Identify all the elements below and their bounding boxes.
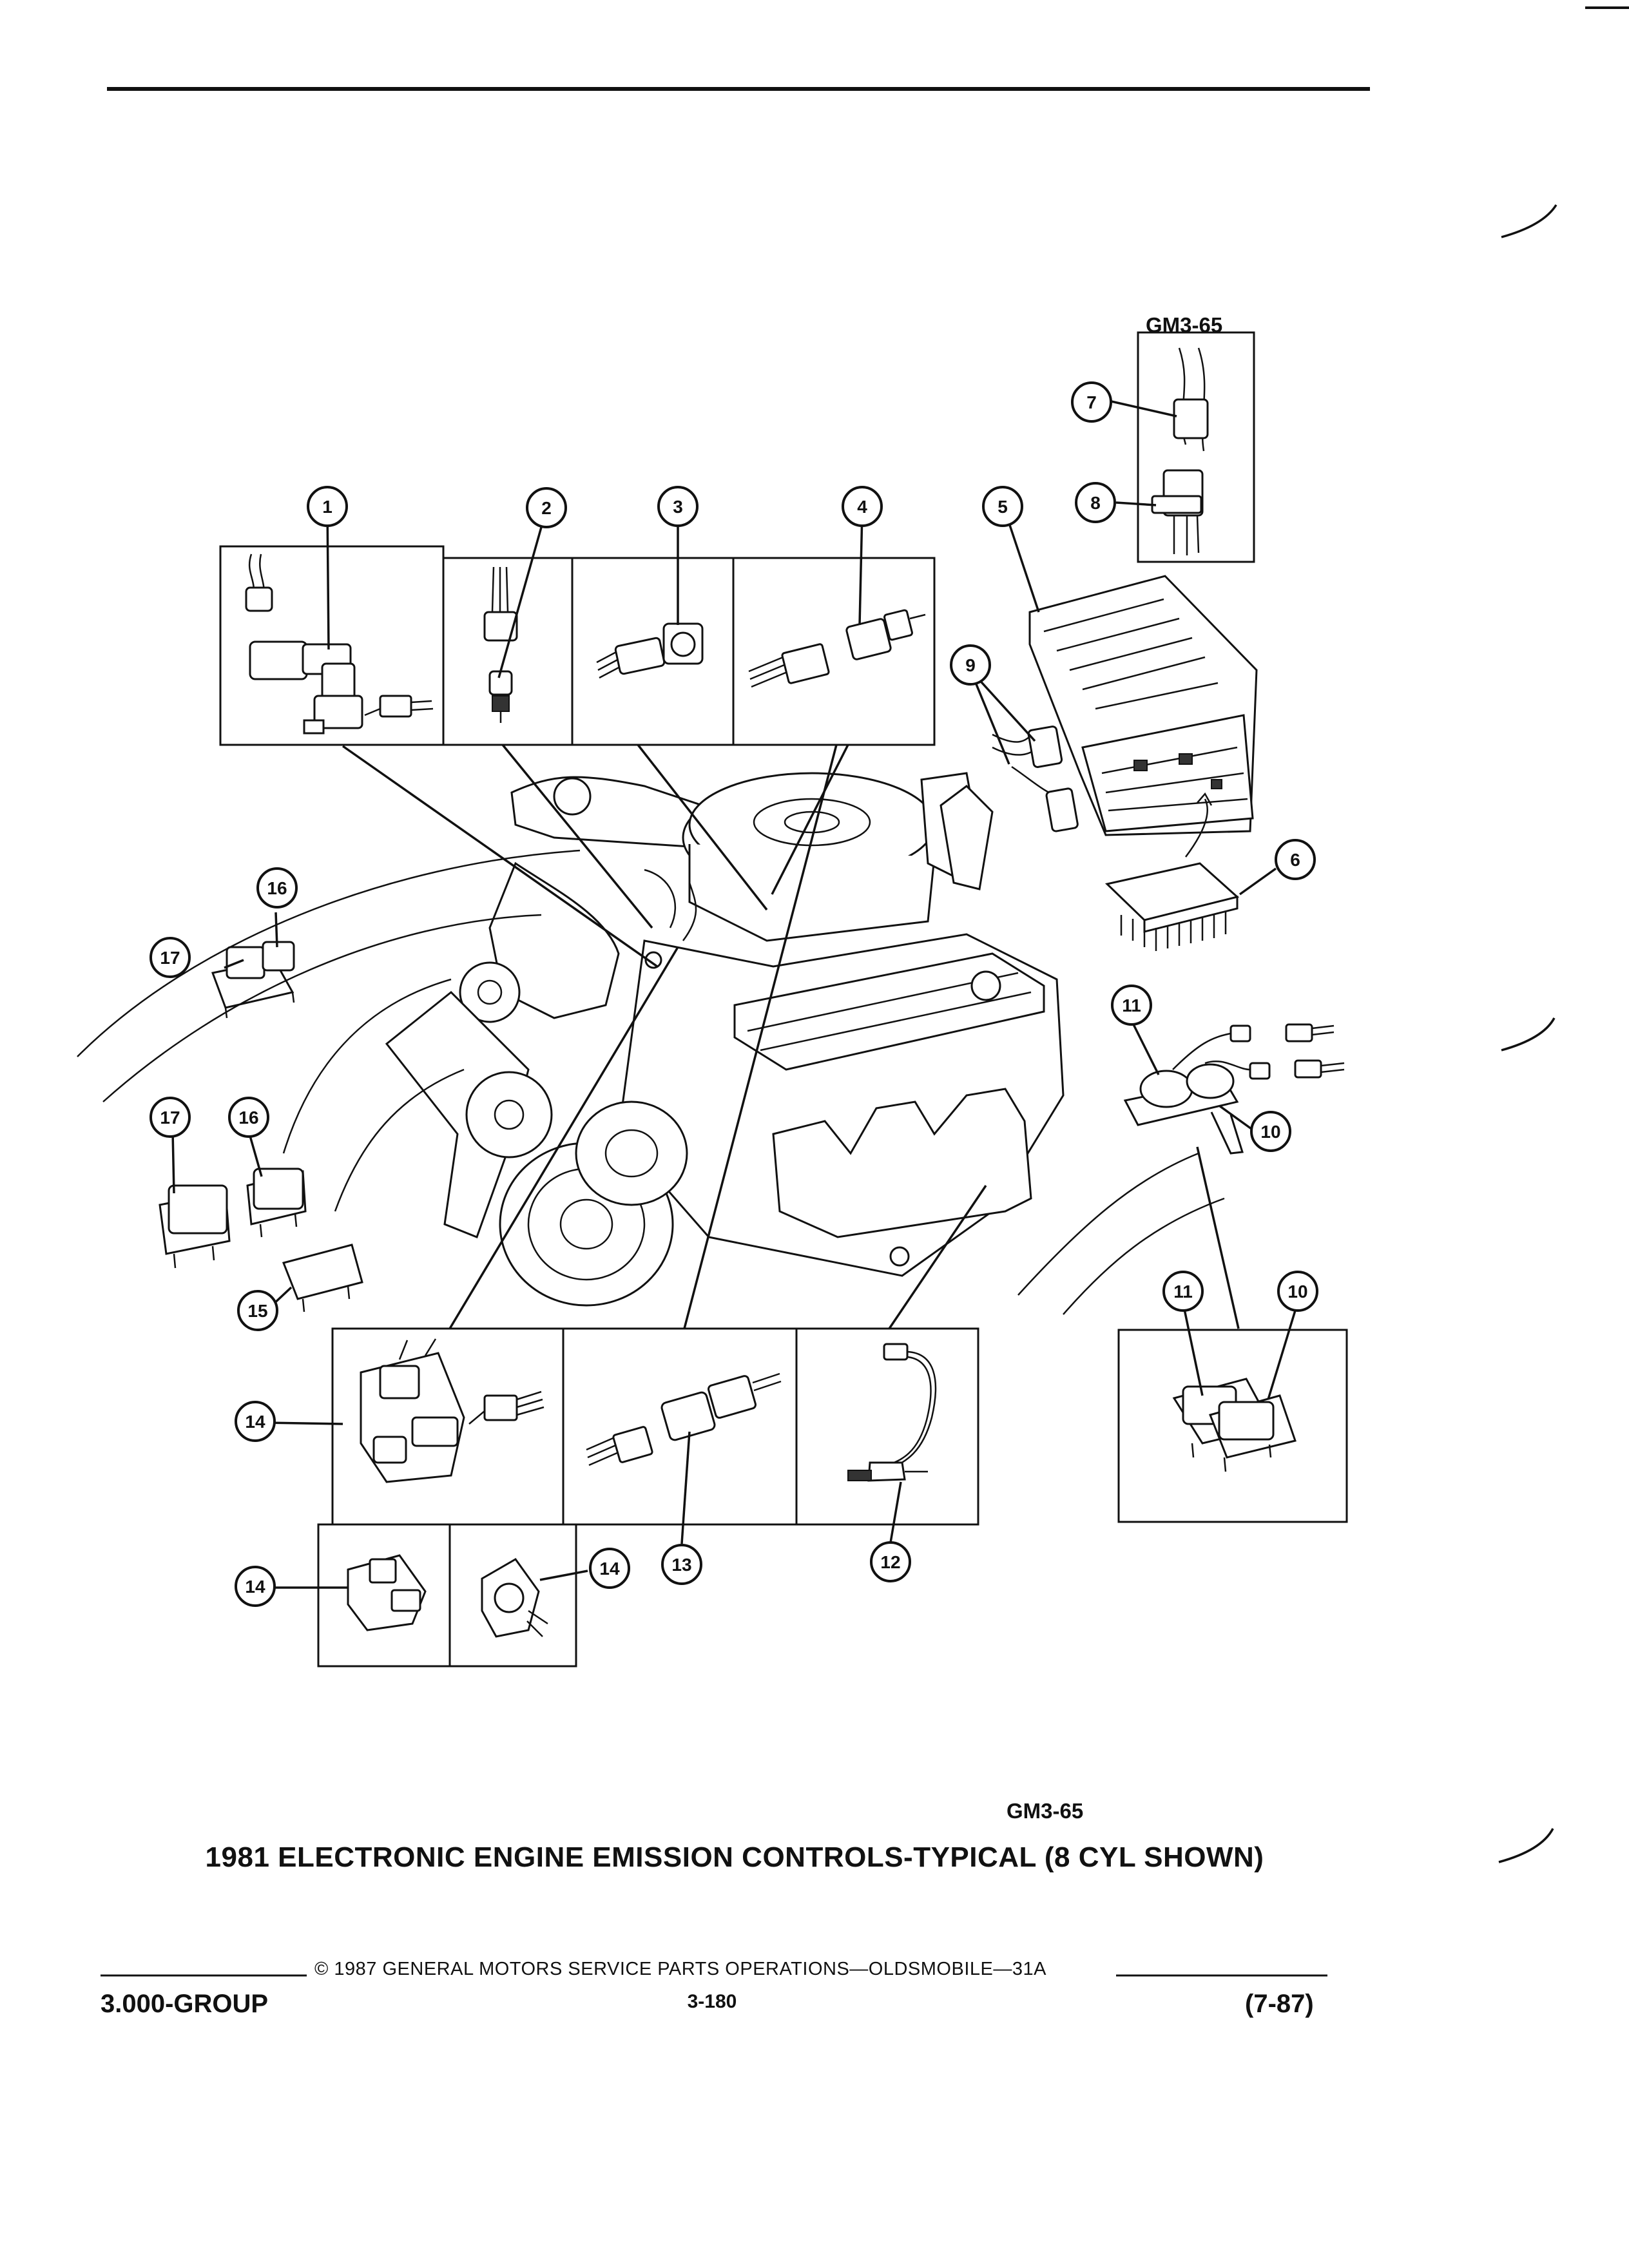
detail-box-12	[795, 1327, 979, 1526]
callout-5-label: 5	[998, 497, 1008, 517]
callout-15-label: 15	[247, 1301, 267, 1321]
inset-box-7-8	[1137, 331, 1255, 563]
callout-16-lower: 16	[228, 1097, 269, 1138]
vacuum-valve-illustration	[481, 1558, 548, 1638]
callout-11-lower: 11	[1162, 1271, 1204, 1312]
callout-17-lower: 17	[149, 1097, 191, 1138]
harness-connector-illustration	[748, 609, 926, 688]
binder-mark-top	[1501, 204, 1557, 238]
callout-10-lower-label: 10	[1287, 1282, 1307, 1302]
pressure-sensors-upper-illustration	[1123, 1023, 1345, 1155]
callout-10-upper: 10	[1250, 1111, 1291, 1152]
callout-16-upper-label: 16	[267, 878, 287, 898]
callout-16-lower-label: 16	[238, 1108, 258, 1128]
figure-code-bottom: GM3-65	[1007, 1799, 1084, 1823]
harness-sweep-right	[1017, 1152, 1199, 1296]
relay-group-lower-illustration	[159, 1168, 363, 1312]
pressure-sensors-lower-illustration	[1172, 1378, 1296, 1472]
harness-sweep-right-lower	[1063, 1197, 1225, 1315]
callout-11-lower-label: 11	[1173, 1282, 1193, 1302]
callout-13-label: 13	[671, 1555, 691, 1575]
callout-1: 1	[307, 486, 348, 527]
callout-4: 4	[842, 486, 883, 527]
callout-15: 15	[237, 1290, 278, 1331]
callout-12-label: 12	[880, 1552, 900, 1572]
oxygen-sensor-illustration	[847, 1343, 937, 1482]
callout-6: 6	[1275, 839, 1316, 880]
relay-pair-upper-illustration	[211, 941, 295, 1019]
callout-10-upper-label: 10	[1260, 1122, 1280, 1142]
callout-9: 9	[950, 644, 991, 686]
binder-mark-bottom	[1498, 1828, 1554, 1863]
footer-group: 3.000-GROUP	[101, 1990, 269, 2018]
detail-box-10-11	[1117, 1329, 1348, 1523]
weather-pack-connector-illustration	[586, 1372, 782, 1466]
figure-caption: 1981 ELECTRONIC ENGINE EMISSION CONTROLS…	[205, 1841, 1264, 1873]
callout-17-upper-label: 17	[160, 948, 180, 968]
callout-7-label: 7	[1086, 392, 1097, 412]
footer-copyright: © 1987 GENERAL MOTORS SERVICE PARTS OPER…	[314, 1959, 1046, 1979]
harness-sweep-mid	[282, 978, 452, 1154]
detail-box-14c	[448, 1523, 577, 1667]
coolant-sensor-connector-illustration	[596, 622, 704, 679]
solenoid-block-illustration	[360, 1338, 545, 1483]
harness-sweep-left	[77, 849, 581, 1057]
callout-2: 2	[526, 487, 567, 528]
callout-10-lower: 10	[1277, 1271, 1318, 1312]
callout-16-upper: 16	[256, 867, 298, 908]
callout-11-upper: 11	[1111, 985, 1152, 1026]
callout-8-label: 8	[1090, 493, 1101, 513]
callout-17-upper: 17	[149, 937, 191, 978]
harness-sweep-left-inner	[102, 914, 542, 1102]
callout-14-upper-label: 14	[245, 1412, 265, 1432]
prom-chip-illustration	[1104, 792, 1240, 951]
callout-13: 13	[661, 1544, 702, 1585]
callout-14-upper: 14	[235, 1401, 276, 1442]
callout-9-label: 9	[965, 655, 976, 675]
callout-3-label: 3	[673, 497, 683, 517]
footer-page-number: 3-180	[687, 1991, 737, 2012]
callout-17-lower-label: 17	[160, 1108, 180, 1128]
callout-5: 5	[982, 486, 1023, 527]
solenoid-small-illustration	[347, 1554, 427, 1631]
binder-mark-middle	[1501, 1017, 1556, 1052]
harness-sweep-low	[334, 1068, 465, 1212]
solenoid-valve-illustration	[245, 553, 434, 735]
callout-8: 8	[1075, 482, 1116, 523]
connector-7-body	[1173, 398, 1209, 439]
callout-4-label: 4	[857, 497, 867, 517]
callout-14-lower-right: 14	[589, 1548, 630, 1589]
callout-12: 12	[870, 1541, 911, 1582]
ecm-connectors-illustration	[992, 726, 1079, 832]
callout-6-label: 6	[1290, 850, 1300, 870]
callout-11-upper-label: 11	[1122, 995, 1141, 1015]
leader-lines	[171, 396, 1296, 1589]
callout-14-lower-left: 14	[235, 1566, 276, 1607]
callout-1-label: 1	[322, 497, 333, 517]
callout-2-label: 2	[541, 498, 552, 518]
callout-3: 3	[657, 486, 699, 527]
callout-14-lower-right-label: 14	[599, 1559, 620, 1579]
callout-14-lower-left-label: 14	[245, 1577, 265, 1597]
callout-7: 7	[1071, 381, 1112, 423]
figure-code-top: GM3-65	[1146, 313, 1223, 337]
harness-wires-8	[1173, 515, 1200, 555]
detail-box-4	[732, 557, 936, 746]
footer-date: (7-87)	[1245, 1990, 1314, 2018]
